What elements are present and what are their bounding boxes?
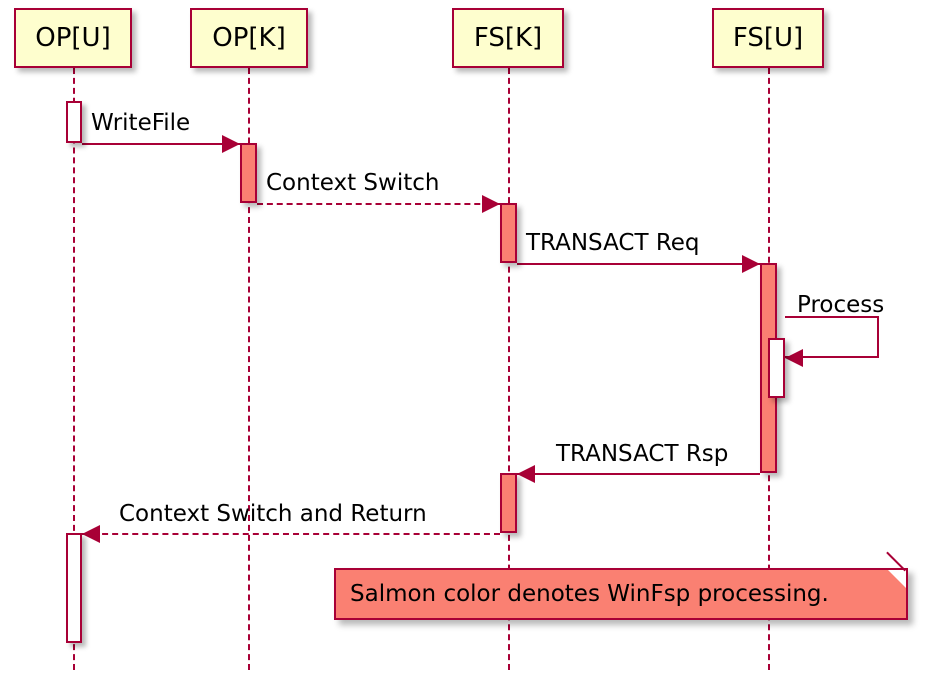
message-label-context-switch: Context Switch: [266, 170, 440, 196]
participant-op-u[interactable]: OP[U]: [14, 8, 132, 68]
lifeline-op-u: [73, 68, 75, 670]
activation-fs-k-1: [500, 203, 517, 263]
note-text: Salmon color denotes WinFsp processing.: [350, 580, 829, 607]
note-fold-corner-icon: [888, 570, 906, 588]
lifeline-op-k: [248, 68, 250, 670]
message-line-context-switch: [257, 203, 500, 205]
message-arrowhead-context-switch-return: [82, 525, 100, 543]
activation-op-k-1: [240, 143, 257, 203]
message-label-process: Process: [797, 292, 885, 318]
participant-fs-u[interactable]: FS[U]: [712, 8, 824, 68]
participant-fs-u-label: FS[U]: [732, 23, 804, 53]
message-arrowhead-process: [785, 349, 803, 367]
message-arrowhead-context-switch: [482, 195, 500, 213]
message-label-transact-rsp: TRANSACT Rsp: [556, 441, 729, 467]
message-line-process: [785, 316, 879, 358]
message-line-transact-rsp: [517, 473, 760, 475]
activation-fs-u-nested: [768, 338, 785, 398]
activation-op-u-2: [66, 533, 82, 643]
activation-fs-k-2: [500, 473, 517, 533]
message-arrowhead-transact-req: [742, 255, 760, 273]
message-label-context-switch-return: Context Switch and Return: [119, 501, 427, 527]
message-label-transact-req: TRANSACT Req: [526, 230, 700, 256]
note-fold-line: [886, 551, 906, 572]
participant-op-u-label: OP[U]: [35, 23, 111, 53]
message-line-transact-req: [517, 263, 760, 265]
message-line-writefile: [82, 143, 240, 145]
participant-fs-k-label: FS[K]: [473, 23, 543, 53]
message-arrowhead-writefile: [222, 135, 240, 153]
note-salmon-legend: Salmon color denotes WinFsp processing.: [334, 551, 908, 620]
lifeline-fs-k: [508, 68, 510, 670]
message-arrowhead-transact-rsp: [517, 465, 535, 483]
participant-op-k[interactable]: OP[K]: [190, 8, 308, 68]
participant-op-k-label: OP[K]: [212, 23, 286, 53]
activation-op-u-1: [66, 101, 82, 143]
message-label-writefile: WriteFile: [91, 110, 191, 136]
participant-fs-k[interactable]: FS[K]: [452, 8, 564, 68]
message-line-context-switch-return: [82, 533, 500, 535]
